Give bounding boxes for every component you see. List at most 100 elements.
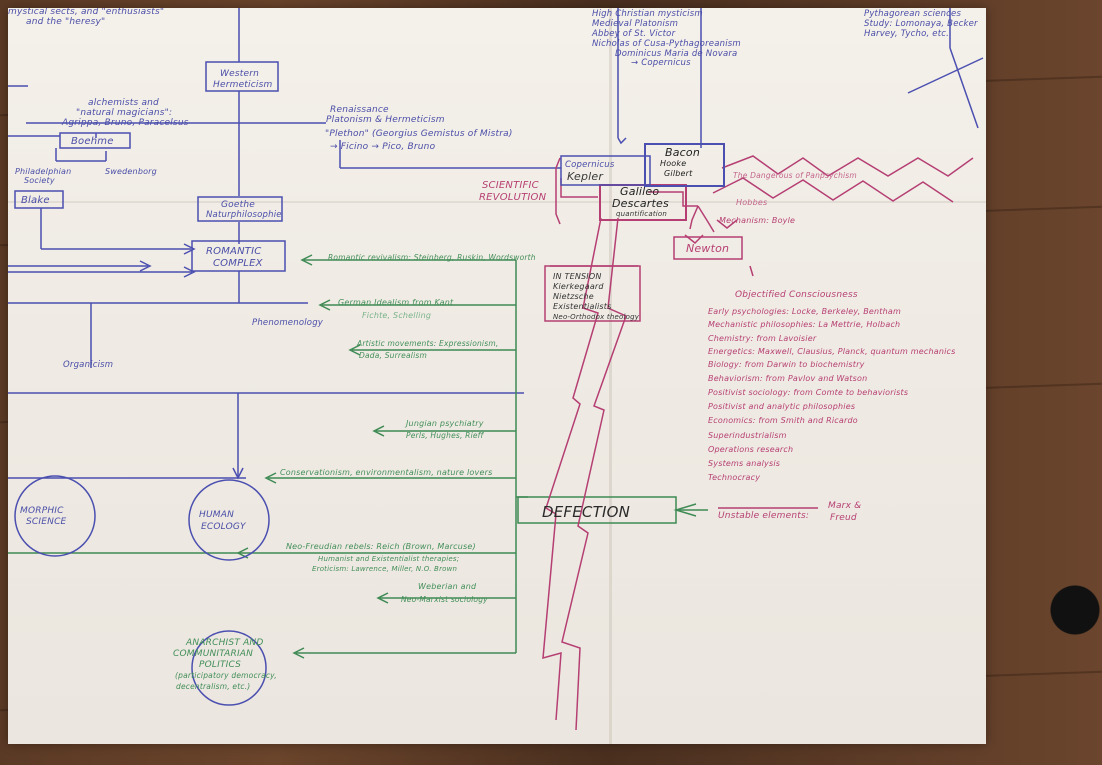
scientific-line2: REVOLUTION bbox=[479, 192, 547, 203]
weberian-line1: Weberian and bbox=[418, 582, 477, 591]
objectified-item-2: Mechanistic philosophies: La Mettrie, Ho… bbox=[708, 320, 900, 329]
freud: Freud bbox=[830, 513, 857, 523]
objectified-item-7: Positivist sociology: from Comte to beha… bbox=[708, 388, 908, 397]
objectified-item-12: Systems analysis bbox=[708, 459, 780, 468]
text-top-left-b: and the "heresy" bbox=[26, 17, 105, 27]
tension-line3: Nietzsche bbox=[553, 292, 594, 301]
humanist-line1: Humanist and Existentialist therapies; bbox=[318, 555, 459, 563]
romantic-revivalism: Romantic revivalism: Steinberg, Ruskin, … bbox=[328, 253, 536, 262]
green-connectors bbox=[8, 254, 708, 659]
scientific-line1: SCIENTIFIC bbox=[482, 180, 539, 191]
objectified-consciousness: Objectified Consciousness bbox=[735, 290, 858, 300]
artistic-line2: Dada, Surrealism bbox=[359, 351, 427, 360]
paper-chart: mystical sects, and "enthusiasts" and th… bbox=[8, 8, 986, 744]
bacon: Bacon bbox=[665, 146, 700, 159]
romantic-line2: COMPLEX bbox=[213, 258, 264, 269]
unstable-elements: Unstable elements: bbox=[718, 511, 809, 521]
text-top-left-a: mystical sects, and "enthusiasts" bbox=[8, 8, 164, 17]
philadelphian-line1: Philadelphian bbox=[15, 167, 71, 176]
tension-line5: Neo-Orthodox theology bbox=[553, 313, 640, 321]
phenomenology: Phenomenology bbox=[252, 318, 324, 328]
organicism: Organicism bbox=[63, 360, 113, 370]
goethe-line2: Naturphilosophie bbox=[206, 210, 282, 220]
gilbert: Gilbert bbox=[664, 169, 693, 178]
defection: DEFECTION bbox=[542, 503, 630, 521]
hobbes: Hobbes bbox=[736, 198, 767, 207]
jungian-line2: Perls, Hughes, Rieff bbox=[406, 431, 485, 440]
morphic-line2: SCIENCE bbox=[26, 517, 67, 527]
weberian-line2: Neo-Marxist sociology bbox=[401, 595, 488, 604]
jungian-line1: Jungian psychiatry bbox=[404, 419, 484, 428]
objectified-item-10: Superindustrialism bbox=[708, 431, 787, 440]
renaissance-line1: Renaissance bbox=[330, 105, 389, 115]
top-right-line3: Harvey, Tycho, etc. bbox=[864, 29, 949, 39]
objectified-item-5: Biology: from Darwin to biochemistry bbox=[708, 360, 865, 369]
alchemists-line3: Agrippa, Bruno, Paracelsus bbox=[61, 118, 189, 128]
boehme: Boehme bbox=[71, 136, 114, 147]
blue-connectors bbox=[8, 8, 984, 480]
romantic-line1: ROMANTIC bbox=[206, 246, 261, 257]
hooke: Hooke bbox=[660, 159, 686, 168]
humanist-line2: Eroticism: Lawrence, Miller, N.O. Brown bbox=[312, 565, 457, 573]
paper-fold-horizontal bbox=[8, 201, 986, 203]
top-right-line2: Study: Lomonaya, Becker bbox=[864, 19, 978, 29]
german-idealism-line1: German Idealism from Kant bbox=[338, 298, 454, 307]
western-hermeticism-line2: Hermeticism bbox=[213, 80, 272, 90]
anarchist-line5: decentralism, etc.) bbox=[176, 682, 250, 691]
copernicus: Copernicus bbox=[565, 160, 615, 170]
descartes: Descartes bbox=[612, 197, 669, 210]
tension-line4: Existentialists bbox=[553, 302, 612, 311]
human-ecology-line2: ECOLOGY bbox=[201, 522, 247, 532]
galileo: Galileo bbox=[620, 185, 659, 198]
renaissance-line2: Platonism & Hermeticism bbox=[326, 115, 445, 125]
objectified-item-11: Operations research bbox=[708, 445, 793, 454]
high-christian-line4: Nicholas of Cusa-Pythagoreanism bbox=[592, 39, 741, 49]
high-christian-line2: Medieval Platonism bbox=[592, 19, 678, 29]
conservationism: Conservationism, environmentalism, natur… bbox=[280, 468, 492, 477]
neo-freudian: Neo-Freudian rebels: Reich (Brown, Marcu… bbox=[286, 542, 476, 551]
high-christian-line5: Dominicus Maria de Novara bbox=[615, 49, 737, 59]
german-idealism-line2: Fichte, Schelling bbox=[362, 311, 431, 320]
objectified-item-6: Behaviorism: from Pavlov and Watson bbox=[708, 374, 867, 383]
high-christian-line1: High Christian mysticism bbox=[592, 9, 703, 19]
tension-line1: IN TENSION bbox=[553, 272, 602, 281]
objectified-item-3: Chemistry: from Lavoisier bbox=[708, 334, 817, 343]
western-hermeticism-line1: Western bbox=[220, 69, 259, 79]
alchemists-line1: alchemists and bbox=[88, 98, 159, 108]
anarchist-line3: POLITICS bbox=[199, 660, 241, 670]
alchemists-line2: "natural magicians": bbox=[76, 108, 172, 118]
kepler: Kepler bbox=[567, 170, 604, 183]
newton: Newton bbox=[686, 242, 729, 255]
panpsychism: The Dangerous of Panpsychism bbox=[733, 171, 857, 180]
marx: Marx & bbox=[828, 501, 861, 511]
anarchist-line4: (participatory democracy, bbox=[175, 671, 277, 680]
objectified-item-9: Economics: from Smith and Ricardo bbox=[708, 416, 858, 425]
swedenborg: Swedenborg bbox=[105, 167, 157, 176]
morphic-line1: MORPHIC bbox=[20, 506, 64, 516]
human-ecology-line1: HUMAN bbox=[199, 510, 234, 520]
objectified-item-1: Early psychologies: Locke, Berkeley, Ben… bbox=[708, 307, 901, 316]
goethe-line1: Goethe bbox=[221, 200, 255, 210]
red-connectors bbox=[542, 155, 974, 731]
anarchist-line2: COMMUNITARIAN bbox=[173, 649, 253, 659]
red-text: SCIENTIFIC REVOLUTION Galileo Descartes … bbox=[479, 171, 955, 523]
renaissance-line4: → Ficino → Pico, Bruno bbox=[330, 142, 436, 152]
high-christian-line3: Abbey of St. Victor bbox=[591, 29, 676, 39]
hand-drawn-diagram: mystical sects, and "enthusiasts" and th… bbox=[8, 8, 984, 731]
philadelphian-line2: Society bbox=[24, 176, 55, 185]
blue-text: mystical sects, and "enthusiasts" and th… bbox=[8, 8, 978, 532]
objectified-item-8: Positivist and analytic philosophies bbox=[708, 402, 855, 411]
paper-fold-vertical bbox=[609, 8, 612, 744]
artistic-line1: Artistic movements: Expressionism, bbox=[356, 339, 498, 348]
top-right-line1: Pythagorean sciences bbox=[864, 9, 961, 19]
green-text: Romantic revivalism: Steinberg, Ruskin, … bbox=[173, 253, 630, 691]
blake: Blake bbox=[21, 195, 50, 206]
blue-boxes bbox=[14, 61, 725, 706]
renaissance-line3: "Plethon" (Georgius Gemistus of Mistra) bbox=[325, 129, 513, 139]
objectified-item-13: Technocracy bbox=[708, 473, 760, 482]
objectified-item-4: Energetics: Maxwell, Clausius, Planck, q… bbox=[708, 347, 955, 356]
high-christian-line6: → Copernicus bbox=[631, 58, 691, 68]
quantification: quantification bbox=[616, 210, 667, 218]
mechanism-boyle: Mechanism: Boyle bbox=[719, 216, 795, 225]
